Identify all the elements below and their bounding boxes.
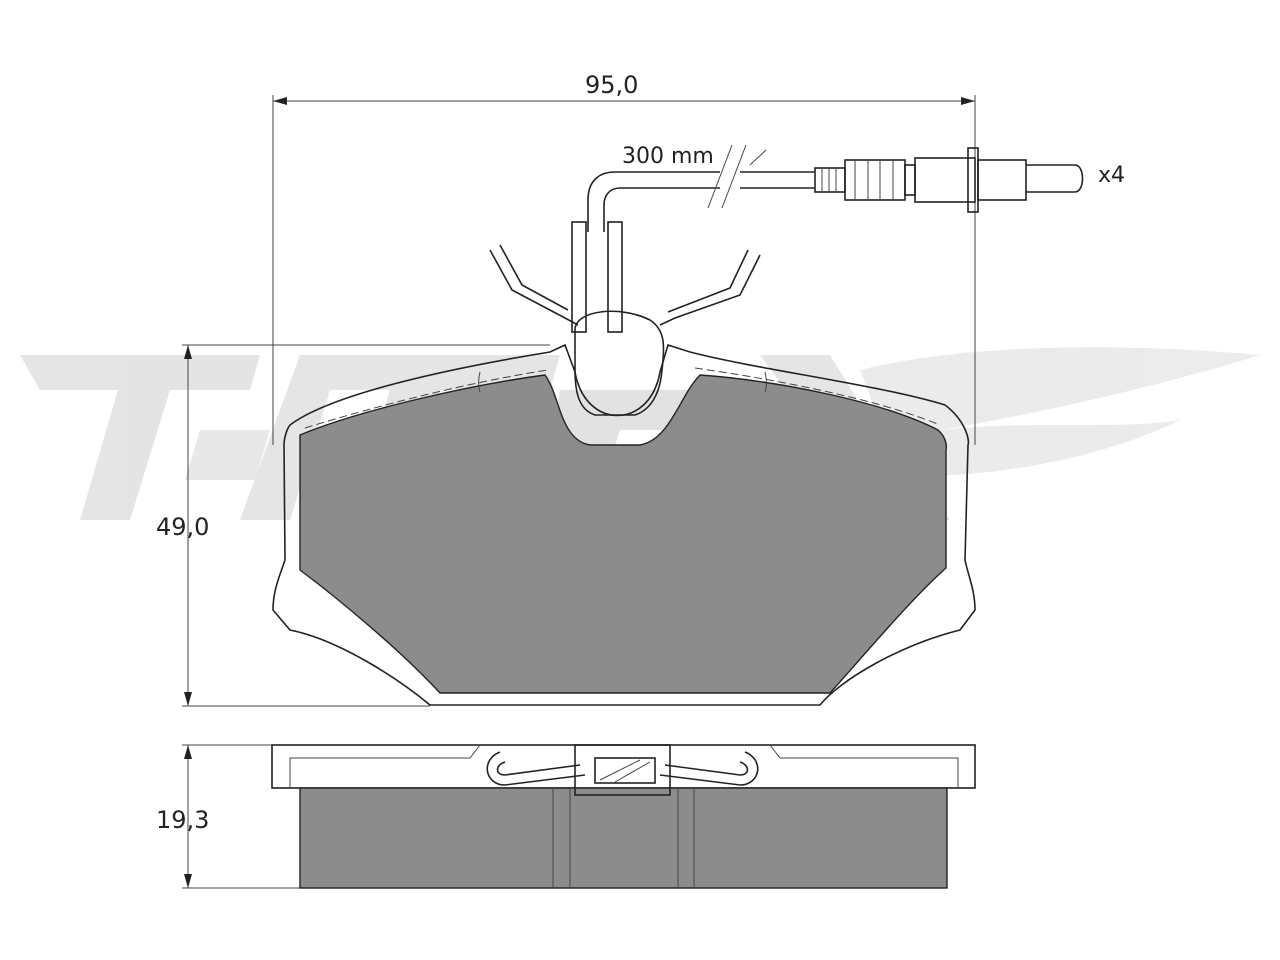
height-dimension: 49,0 — [156, 344, 550, 707]
thickness-label: 19,3 — [156, 806, 209, 834]
height-label: 49,0 — [156, 513, 209, 541]
width-label: 95,0 — [585, 71, 638, 99]
quantity-label: x4 — [1098, 163, 1125, 188]
thickness-dimension: 19,3 — [156, 744, 300, 889]
wear-sensor: 300 mm x4 — [489, 144, 1125, 416]
pad-side-view — [271, 744, 976, 889]
width-dimension: 95,0 — [272, 71, 976, 445]
cable-length-label: 300 mm — [622, 144, 714, 169]
